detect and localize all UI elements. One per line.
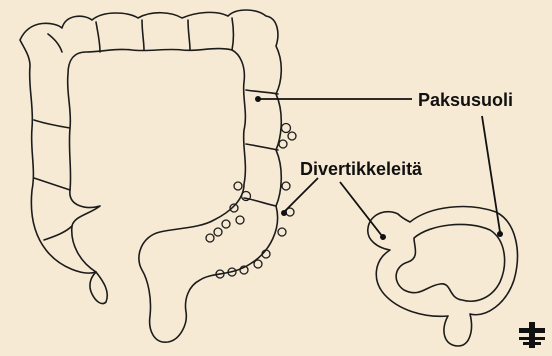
diverticula-section-pointer-dot xyxy=(380,234,386,240)
diverticula-section-leader-line xyxy=(340,182,382,236)
diverticulum xyxy=(282,124,291,133)
cross-section-outer xyxy=(368,207,518,346)
diverticulum xyxy=(236,216,244,224)
diverticulum xyxy=(206,234,214,242)
cross-section-inner xyxy=(396,224,504,301)
colon-section-leader-line xyxy=(482,116,500,232)
diverticulum xyxy=(282,182,290,190)
colon-outer-wall xyxy=(20,10,281,342)
diverticulum xyxy=(222,220,230,228)
diverticulum xyxy=(288,132,296,140)
diverticulum xyxy=(279,140,287,148)
colon-label: Paksusuoli xyxy=(418,91,513,109)
diverticulum xyxy=(214,228,222,236)
diverticula-pouches xyxy=(206,124,296,279)
appendix xyxy=(90,272,107,304)
diverticulum xyxy=(278,228,286,236)
diverticula-label: Divertikkeleitä xyxy=(300,160,422,178)
diverticulum xyxy=(234,182,242,190)
diverticulum xyxy=(254,260,262,268)
colon-section-pointer-dot xyxy=(497,231,503,237)
diverticula-pointer-dot xyxy=(281,210,287,216)
cross-logo-icon xyxy=(519,322,545,348)
